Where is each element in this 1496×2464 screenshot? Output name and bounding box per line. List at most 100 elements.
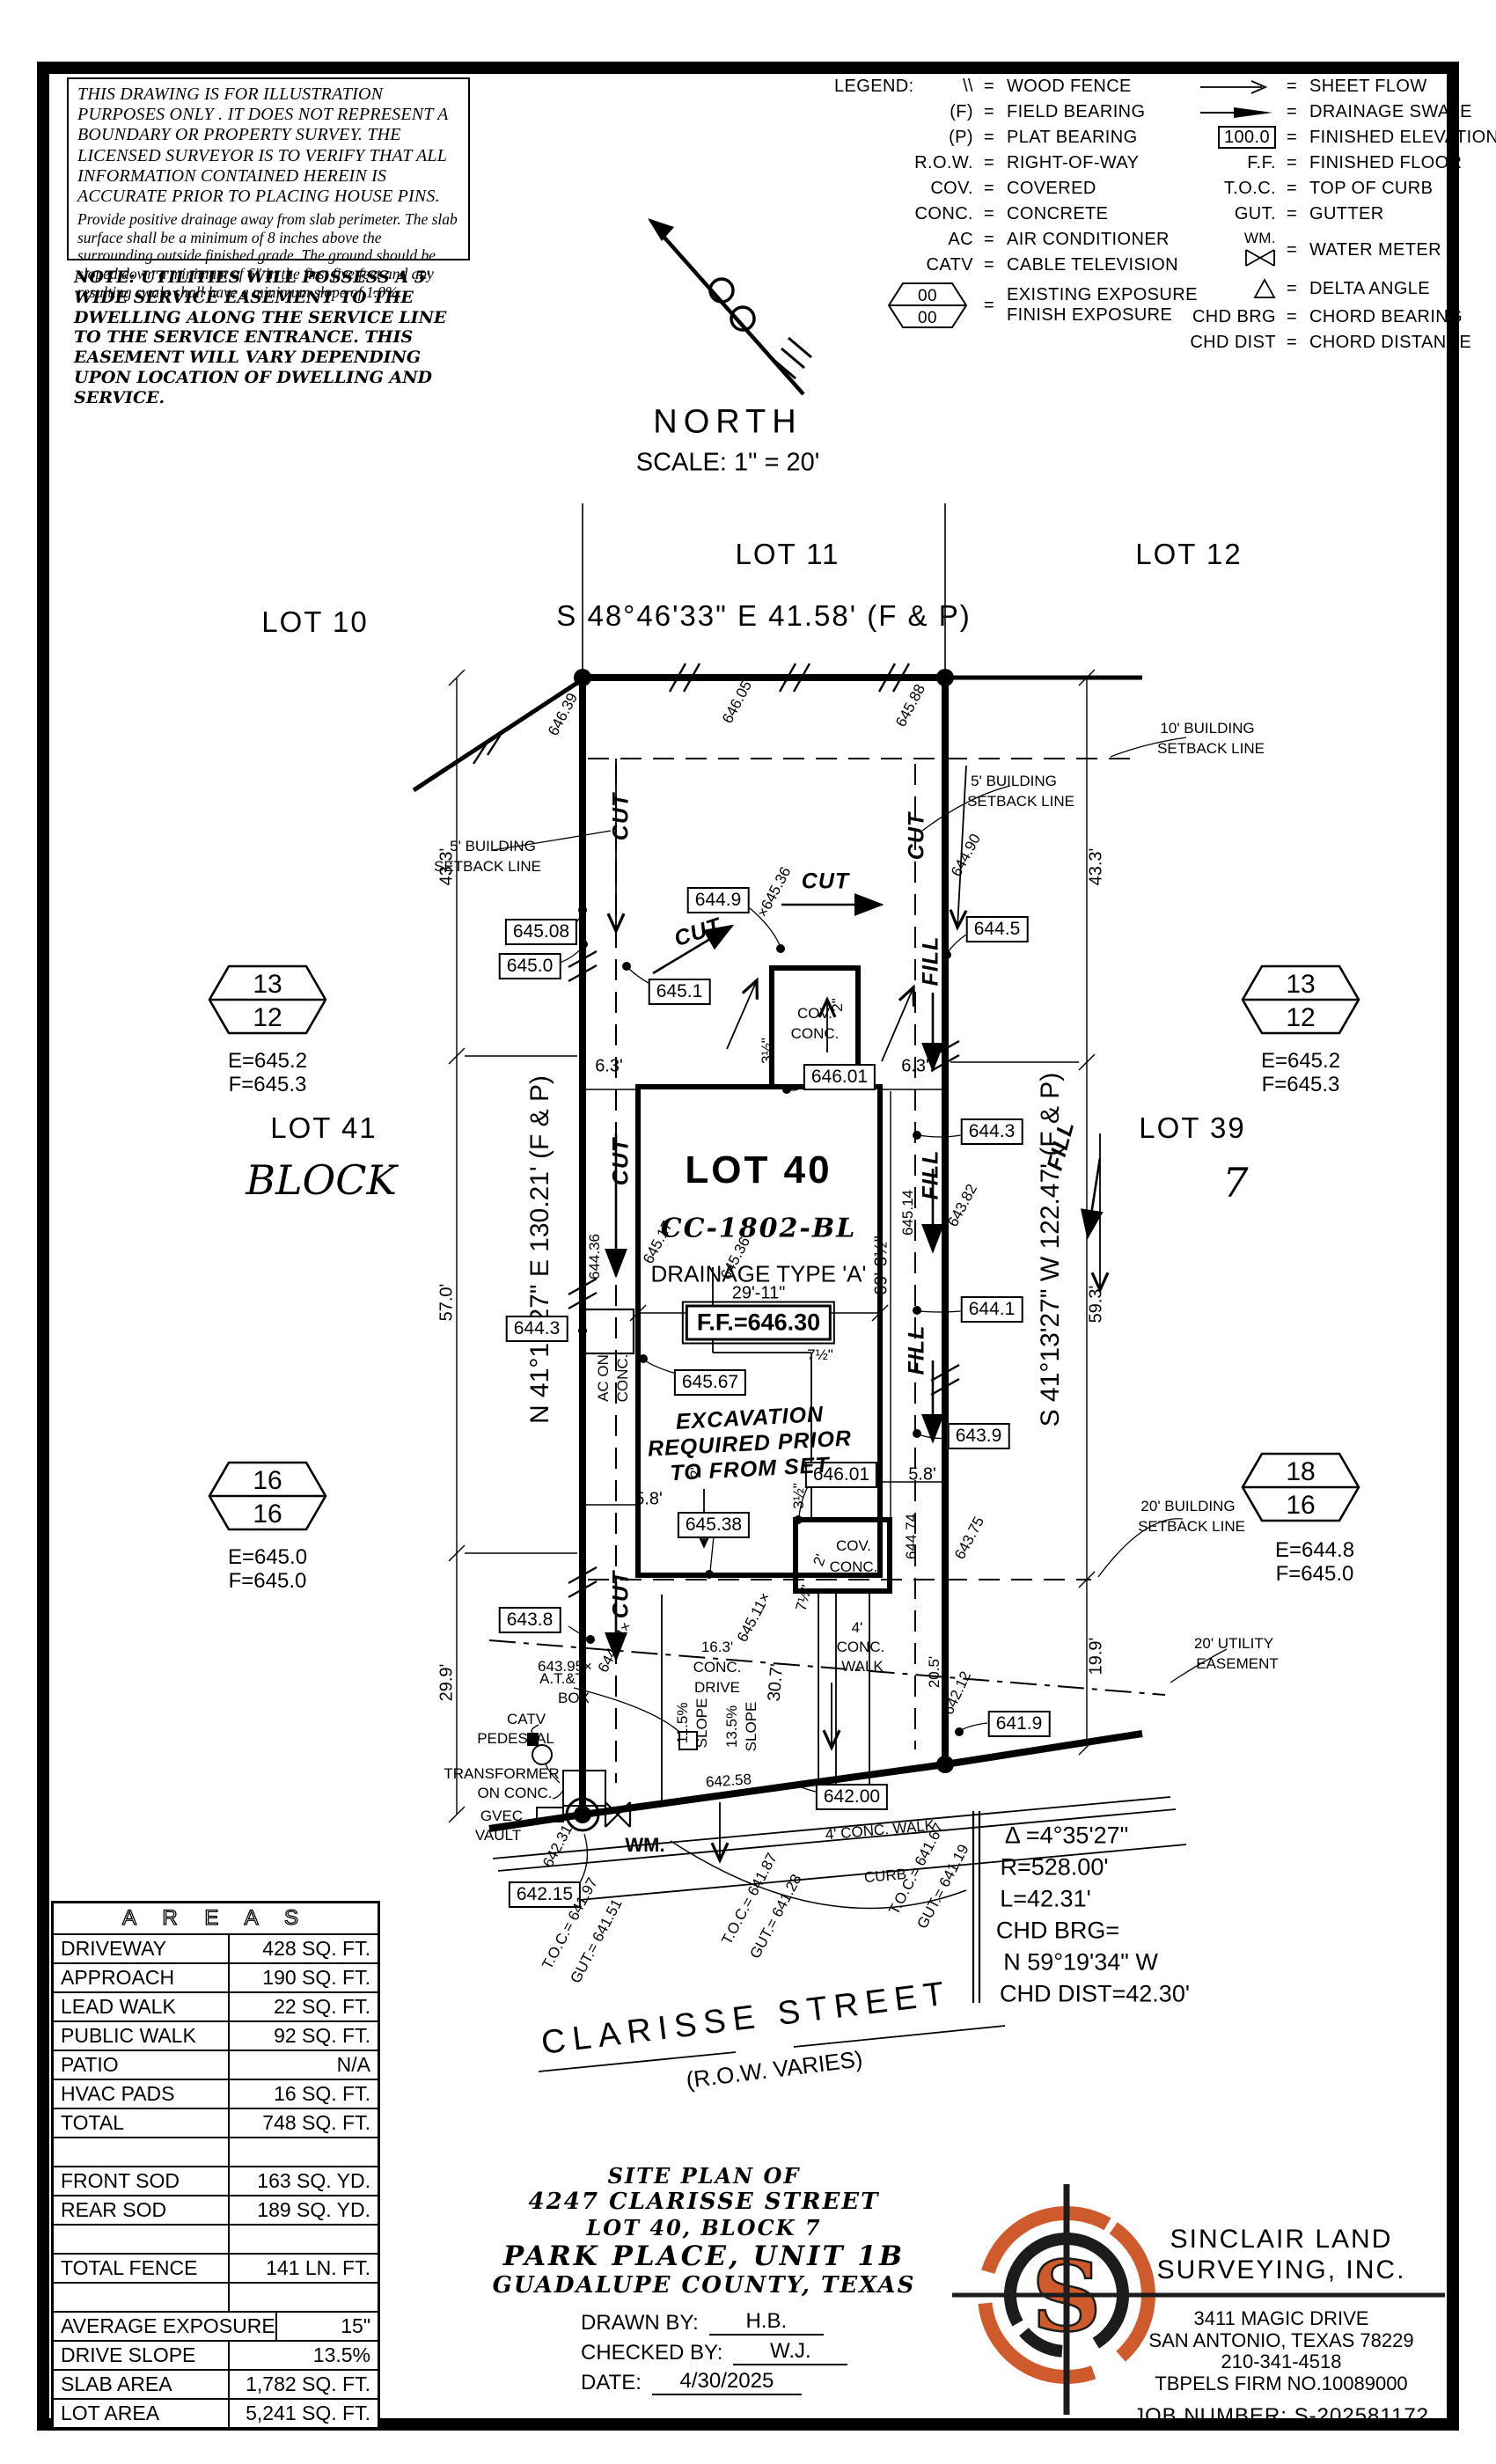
company-logo: S xyxy=(952,2184,1445,2415)
north-arrow-icon xyxy=(648,218,812,396)
plan-annotation: 644.1 xyxy=(960,1296,1023,1323)
plan-annotation: BLOCK xyxy=(246,1156,397,1204)
plan-annotation: 29'-11" xyxy=(731,1283,786,1303)
hex-finish: 12 xyxy=(253,1003,282,1032)
hex-existing: 16 xyxy=(253,1466,282,1495)
plan-annotation: DRIVE xyxy=(694,1679,740,1696)
plan-annotation: 3½" xyxy=(790,1483,807,1509)
plan-annotation: CONC. xyxy=(693,1659,742,1676)
plan-annotation: WALK xyxy=(841,1658,884,1675)
areas-row-value: 16 SQ. FT. xyxy=(228,2080,378,2108)
plan-annotation: SETBACK LINE xyxy=(1157,740,1265,757)
title-line: SITE PLAN OF xyxy=(607,2163,801,2189)
areas-row xyxy=(54,2282,378,2311)
hex-existing: 18 xyxy=(1286,1457,1315,1486)
plan-annotation: NORTH xyxy=(653,403,803,441)
plan-annotation: CUT xyxy=(904,811,929,861)
legend-label: WATER METER xyxy=(1309,239,1441,260)
plan-annotation: SCALE: 1" = 20' xyxy=(635,448,820,477)
plan-annotation: 20.5' xyxy=(926,1655,942,1689)
curve-data-bars xyxy=(972,1811,981,2003)
checked-by-value: W.J. xyxy=(733,2339,848,2365)
plan-annotation: 646.05 xyxy=(718,678,756,727)
utility-structures xyxy=(527,1731,698,1822)
plan-annotation: 57.0' xyxy=(436,1283,457,1322)
areas-row-value xyxy=(228,2226,378,2253)
legend-left: LEGEND: \\ = WOOD FENCE (F)=FIELD BEARIN… xyxy=(834,74,1198,333)
plan-annotation: LOT 39 xyxy=(1139,1111,1246,1144)
hex-finish: 16 xyxy=(1286,1491,1315,1520)
plan-annotation: COV. xyxy=(835,1537,872,1554)
areas-row-value: 163 SQ. YD. xyxy=(228,2167,378,2195)
plan-annotation: 642.15 xyxy=(508,1881,582,1908)
plan-annotation: ON CONC. xyxy=(477,1785,553,1801)
lot-projection-lines xyxy=(582,503,946,672)
plan-annotation: BOX xyxy=(558,1690,590,1706)
company-address2: SAN ANTONIO, TEXAS 78229 xyxy=(1148,2328,1414,2351)
plan-annotation: 645.38 xyxy=(677,1512,751,1538)
plan-annotation: 641.9 xyxy=(987,1711,1051,1737)
areas-row-label: FRONT SOD xyxy=(61,2169,180,2192)
plan-annotation: VAULT xyxy=(474,1827,522,1844)
areas-row-value xyxy=(228,2284,378,2311)
plan-annotation: F=645.0 xyxy=(228,1569,307,1593)
areas-row-value: 92 SQ. FT. xyxy=(228,2022,378,2050)
plan-annotation: 43.3' xyxy=(1086,847,1106,886)
legend-label: TOP OF CURB xyxy=(1309,179,1434,198)
plan-annotation: 5.8' xyxy=(634,1489,663,1509)
plan-annotation: 643.8 xyxy=(498,1607,561,1633)
plan-annotation: TRANSFORMER xyxy=(444,1765,560,1782)
areas-row-label: HVAC PADS xyxy=(61,2082,175,2105)
plan-annotation: CHD BRG= xyxy=(995,1917,1120,1944)
plan-annotation: 5' BUILDING xyxy=(450,838,536,854)
lot-block-line: LOT 40, BLOCK 7 xyxy=(586,2215,822,2240)
toc-symbol: T.O.C. xyxy=(1223,179,1276,198)
plan-annotation: E=645.2 xyxy=(227,1049,308,1073)
plan-annotation: 16.3' xyxy=(700,1639,734,1655)
plan-annotation: LOT 10 xyxy=(261,605,369,638)
plan-annotation: 642.00 xyxy=(815,1784,889,1810)
plan-annotation: 20' UTILITY xyxy=(1193,1635,1274,1652)
plan-annotation: SETBACK LINE xyxy=(434,858,541,875)
plan-annotation: 644.3 xyxy=(960,1118,1023,1145)
legend-label: FINISHED ELEVATION xyxy=(1309,128,1496,147)
hex-finish: 12 xyxy=(1286,1003,1315,1032)
plan-annotation: E=645.2 xyxy=(1260,1049,1341,1073)
plat-bearing-symbol: (P) xyxy=(949,128,973,147)
areas-row: FRONT SOD 163 SQ. YD. xyxy=(54,2166,378,2195)
areas-row-value: 1,782 SQ. FT. xyxy=(228,2371,378,2398)
plan-annotation: Δ =4°35'27" xyxy=(1004,1822,1129,1849)
areas-row-value: 141 LN. FT. xyxy=(228,2255,378,2282)
hex-existing: 13 xyxy=(253,970,282,999)
plan-annotation: CONC. xyxy=(614,1353,631,1403)
legend-label: SHEET FLOW xyxy=(1309,77,1427,96)
plan-annotation: 645.88 xyxy=(891,681,929,730)
areas-row-value: 748 SQ. FT. xyxy=(228,2109,378,2137)
plan-annotation: COV. xyxy=(796,1005,833,1022)
plan-annotation: 645.0 xyxy=(498,953,561,979)
plan-annotation: AC ON xyxy=(595,1354,612,1402)
sheet-flow-arrows xyxy=(606,759,1110,1864)
disclaimer-text: THIS DRAWING IS FOR ILLUSTRATION PURPOSE… xyxy=(77,84,449,206)
plan-annotation: SETBACK LINE xyxy=(967,793,1074,810)
company-block: SINCLAIR LAND SURVEYING, INC. 3411 MAGIC… xyxy=(1107,2225,1456,2429)
drawn-by-label: DRAWN BY: xyxy=(581,2311,699,2335)
utility-easement-line xyxy=(488,1639,1166,1696)
plan-annotation: LOT 41 xyxy=(270,1111,378,1144)
legend-label: CHORD BEARING xyxy=(1309,307,1463,326)
plan-annotation: CUT xyxy=(801,869,850,894)
plan-annotation: 642.31 xyxy=(539,1822,576,1871)
plan-annotation: 645.67 xyxy=(673,1369,747,1396)
svg-text:00: 00 xyxy=(918,309,937,327)
plan-annotation: FILL xyxy=(918,935,943,986)
drainage-swale-icon xyxy=(1162,102,1287,122)
plan-annotation: 646.01 xyxy=(803,1064,876,1090)
plan-annotation: 646.39 xyxy=(544,690,582,739)
